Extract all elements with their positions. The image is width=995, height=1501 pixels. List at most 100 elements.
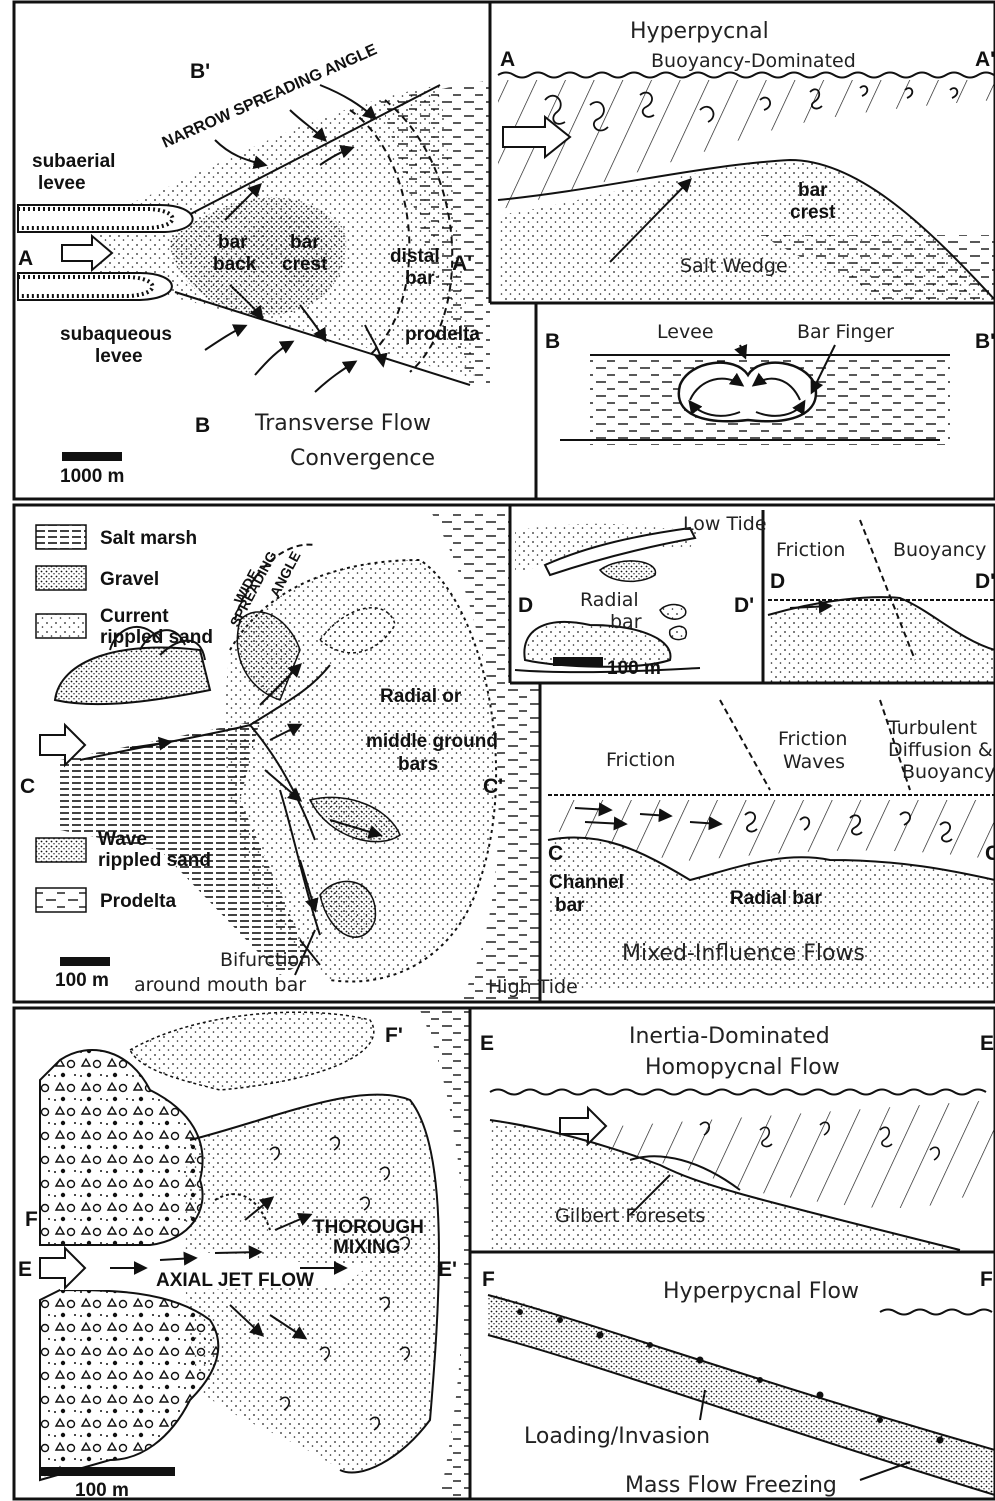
legend-gravel: Gravel xyxy=(100,569,159,590)
channel-bar-1: Channel xyxy=(549,872,624,893)
legend-current-1: Current xyxy=(100,606,169,627)
scale-bar xyxy=(62,452,122,461)
profile-left: A xyxy=(500,48,515,71)
friction-left: D xyxy=(770,570,785,593)
axial-jet: AXIAL JET FLOW xyxy=(156,1270,314,1291)
radial-1: Radial or xyxy=(380,686,462,707)
low-tide-label: Low Tide xyxy=(683,513,767,535)
section-f: F xyxy=(25,1208,38,1231)
legend-salt-marsh: Salt marsh xyxy=(100,528,197,549)
caption-line-1: Transverse Flow xyxy=(254,411,431,436)
zone-turbulent-1: Turbulent xyxy=(887,717,977,739)
radial-3: bars xyxy=(398,754,438,775)
loading-label: Loading/Invasion xyxy=(524,1424,710,1449)
mixed-caption: Mixed-Influence Flows xyxy=(622,941,865,966)
profile-crest-label: crest xyxy=(790,202,836,223)
section-c-prime: C' xyxy=(483,775,503,798)
gravel-swatch xyxy=(36,566,86,590)
thorough-1: THOROUGH xyxy=(313,1217,424,1238)
homopycnal-subtitle: Homopycnal Flow xyxy=(645,1055,840,1080)
bar-back-label-1: bar xyxy=(218,232,248,253)
radial-bar-1: Radial xyxy=(580,589,639,611)
profile-c-right: C' xyxy=(985,842,995,865)
friction-right: D' xyxy=(975,570,995,593)
levee-label: Levee xyxy=(657,321,714,343)
zone-friction: Friction xyxy=(606,749,675,771)
profile-title: Hyperpycnal xyxy=(630,19,769,44)
scale-label-inset: 100 m xyxy=(607,658,661,679)
profile-f-right: F' xyxy=(980,1268,995,1291)
subaqueous-label-1: subaqueous xyxy=(60,324,172,345)
profile-c-left: C xyxy=(548,842,563,865)
buoyancy-label: Buoyancy xyxy=(893,539,986,561)
section-b: B xyxy=(195,414,210,437)
bar-crest-label-2: crest xyxy=(282,254,328,275)
wave-rippled-sand-swatch xyxy=(36,838,86,862)
profile-right: A' xyxy=(975,48,995,71)
salt-wedge-label: Salt Wedge xyxy=(680,255,788,277)
panel-a-map: 1000 m A A' B B' NARROW SPREADING ANGLE … xyxy=(18,41,490,487)
section-b-prime: B' xyxy=(190,60,210,83)
zone-friction-waves-1: Friction xyxy=(778,728,847,750)
scale-label: 1000 m xyxy=(60,466,124,487)
profile-subtitle: Buoyancy-Dominated xyxy=(651,50,856,72)
inset-left: D xyxy=(518,594,533,617)
inertia-title: Inertia-Dominated xyxy=(629,1024,830,1049)
panel-a-cross: B B' Levee Bar Finger xyxy=(545,321,995,445)
section-e-prime: E' xyxy=(438,1258,457,1281)
bar-back-label-2: back xyxy=(213,254,257,275)
channel-bar-2: bar xyxy=(555,895,585,916)
cross-left: B xyxy=(545,330,560,353)
caption-line-2: Convergence xyxy=(290,446,435,471)
radial-bar-label: Radial bar xyxy=(730,888,822,909)
bar-finger-label: Bar Finger xyxy=(797,321,894,343)
cross-right: B' xyxy=(975,330,995,353)
panel-e-map: F' F E E' THOROUGH MIXING AXIAL JET FLOW… xyxy=(18,1010,470,1501)
subaerial-label-1: subaerial xyxy=(32,151,115,172)
radial-2: middle ground xyxy=(366,731,498,752)
scale-label-c: 100 m xyxy=(55,970,109,991)
profile-e-right: E' xyxy=(980,1032,995,1055)
distal-bar-label-1: distal xyxy=(390,246,440,267)
scale-bar-e xyxy=(40,1467,175,1476)
hyperpycnal-flow-title: Hyperpycnal Flow xyxy=(663,1279,859,1304)
thorough-2: MIXING xyxy=(333,1237,401,1258)
panel-e-profile: Inertia-Dominated Homopycnal Flow E E' G… xyxy=(480,1024,995,1250)
distal-bar-label-2: bar xyxy=(405,268,435,289)
scale-label-e: 100 m xyxy=(75,1480,129,1501)
radial-bar-2: bar xyxy=(610,611,642,633)
inset-right: D' xyxy=(734,594,754,617)
section-e: E xyxy=(18,1258,32,1281)
panel-c-inset: Low Tide Radial bar D D' 100 m xyxy=(515,513,767,679)
section-a-prime: A' xyxy=(452,252,472,275)
scale-bar-c xyxy=(60,957,110,966)
panel-c-profile: Friction Friction Waves Turbulent Diffus… xyxy=(548,700,995,990)
section-a: A xyxy=(18,247,33,270)
prodelta-label: prodelta xyxy=(405,324,480,345)
zone-turbulent-3: Buoyancy xyxy=(902,761,995,783)
current-rippled-sand-swatch xyxy=(36,614,86,638)
friction-label: Friction xyxy=(776,539,845,561)
subaqueous-label-2: levee xyxy=(95,346,143,367)
prodelta-swatch xyxy=(36,888,86,912)
profile-f-left: F xyxy=(482,1268,495,1291)
bar-crest-label-1: bar xyxy=(290,232,320,253)
scale-bar-inset xyxy=(553,657,603,666)
section-c: C xyxy=(20,775,35,798)
legend-prodelta: Prodelta xyxy=(100,891,176,912)
mass-flow-label: Mass Flow Freezing xyxy=(625,1473,837,1498)
zone-friction-waves-2: Waves xyxy=(783,751,845,773)
panel-c-friction: Friction Buoyancy D D' xyxy=(768,520,995,683)
profile-e-left: E xyxy=(480,1032,494,1055)
panel-f-profile: Hyperpycnal Flow F F' Loading/Invasion M… xyxy=(482,1268,995,1498)
gilbert-label: Gilbert Foresets xyxy=(555,1205,705,1227)
panel-a-profile: Hyperpycnal Buoyancy-Dominated A A' bar … xyxy=(498,19,995,300)
bifurcation-2: around mouth bar xyxy=(134,974,306,996)
profile-bar-label-1: bar xyxy=(798,180,828,201)
section-f-prime: F' xyxy=(385,1024,403,1047)
zone-turbulent-2: Diffusion & xyxy=(888,739,993,761)
subaerial-label-2: levee xyxy=(38,173,86,194)
salt-marsh-swatch xyxy=(36,525,86,549)
panel-c-map: Salt marsh Gravel Current rippled sand W… xyxy=(20,510,578,1000)
